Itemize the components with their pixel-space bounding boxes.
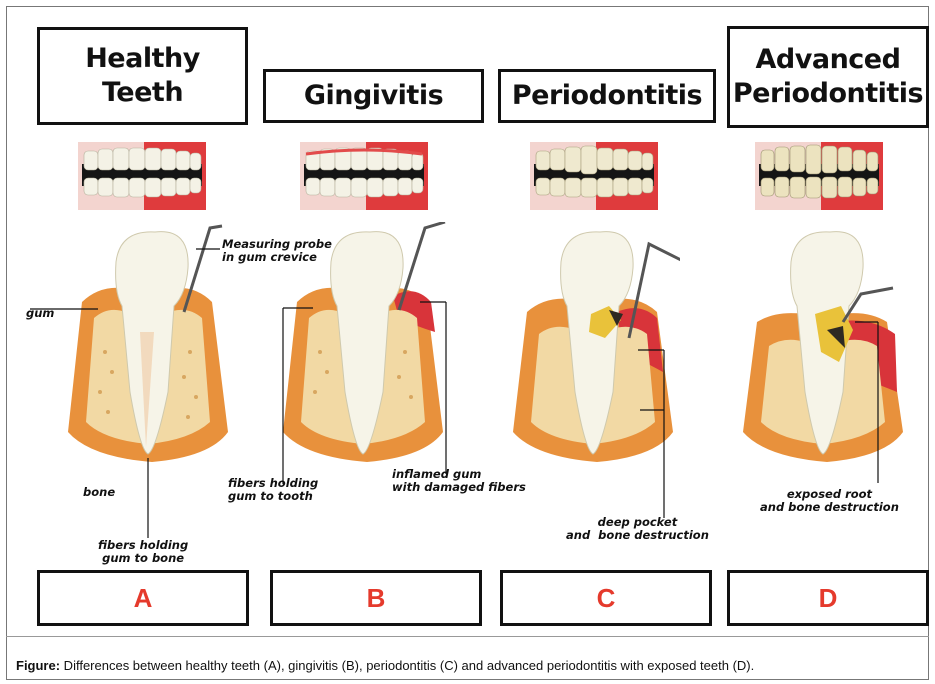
letter-box-d: D <box>727 570 929 626</box>
label-deep-pocket: deep pocket and bone destruction <box>566 516 709 542</box>
label-bone: bone <box>83 486 115 499</box>
letter-box-b: B <box>270 570 482 626</box>
caption-label: Figure: <box>16 658 60 673</box>
letter-box-c: C <box>500 570 712 626</box>
figure-caption: Figure: Differences between healthy teet… <box>16 658 754 673</box>
label-fibers-holding-gum-to-bone: fibers holding gum to bone <box>98 539 188 565</box>
label-exposed-root: exposed root and bone destruction <box>760 488 899 514</box>
label-measuring-probe: Measuring probe in gum crevice <box>222 238 332 264</box>
caption-text: Differences between healthy teeth (A), g… <box>60 658 754 673</box>
label-inflamed-gum: inflamed gum with damaged fibers <box>392 468 526 494</box>
label-gum: gum <box>26 307 54 320</box>
letter-box-a: A <box>37 570 249 626</box>
caption-divider <box>6 636 929 637</box>
label-fibers-holding-gum-to-tooth: fibers holding gum to tooth <box>228 477 318 503</box>
